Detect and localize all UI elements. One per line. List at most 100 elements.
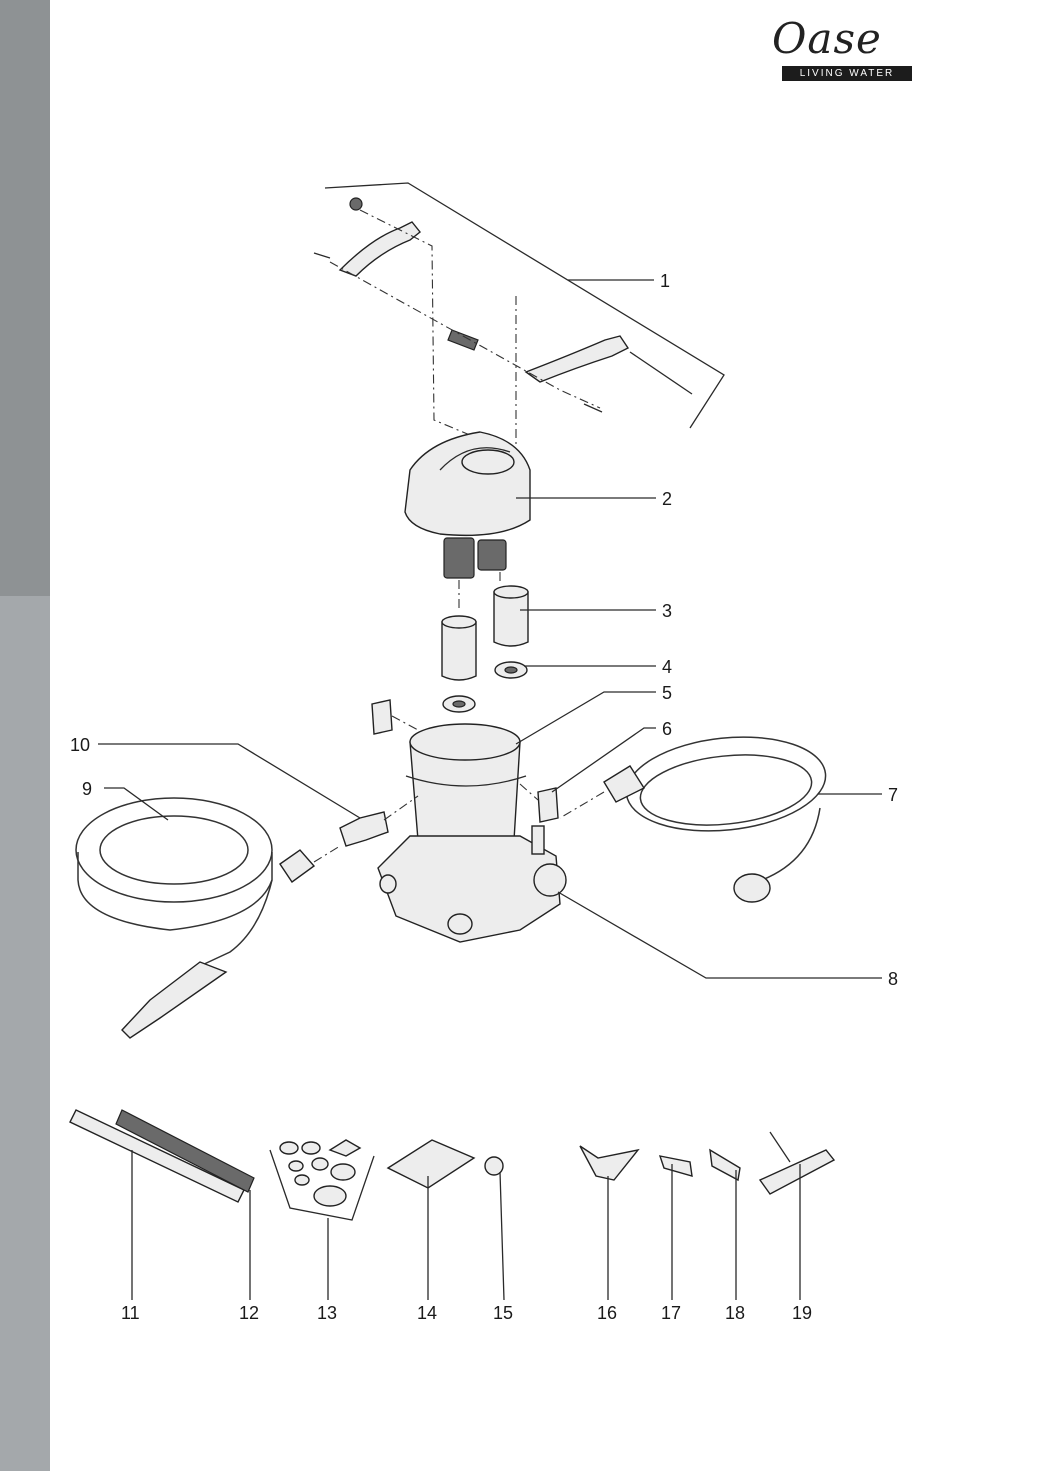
leader-10 (98, 743, 361, 819)
seal-set-bracket (269, 1149, 375, 1221)
hose-line (313, 845, 341, 863)
brand-name: Oase (772, 14, 882, 63)
base-spout (531, 825, 545, 855)
filter-sleeves (441, 572, 529, 681)
seal-piece-8 (313, 1185, 347, 1207)
outlet-hose-end (733, 873, 771, 903)
leader-bracket-1 (324, 182, 725, 429)
handle-right (524, 335, 630, 383)
callout-15: 15 (493, 1303, 513, 1323)
callout-10: 10 (70, 735, 90, 755)
side-band-top (0, 0, 50, 596)
floor-nozzle-19 (758, 1149, 836, 1195)
container-band (405, 775, 527, 787)
brush-nozzle-16 (579, 1145, 640, 1181)
handle-spring (447, 329, 479, 351)
callout-2: 2 (662, 489, 672, 509)
base-body (377, 835, 561, 943)
clip-line-left (391, 715, 419, 731)
hose-coupling (279, 849, 316, 883)
assembly-line-a (359, 209, 521, 457)
seal-piece-4 (288, 1160, 304, 1172)
handle-cap (349, 197, 363, 211)
filter-sleeve-right (493, 591, 529, 647)
cap-15 (484, 1156, 504, 1176)
seal-piece-3 (328, 1139, 362, 1157)
leader-6 (551, 727, 656, 793)
seal-piece-7 (294, 1174, 310, 1186)
lid-top-disc (461, 449, 515, 475)
leader-15 (499, 1171, 505, 1301)
base-outlet-knob (533, 863, 567, 897)
crevice-nozzle-18 (709, 1148, 741, 1182)
floor-nozzle-neck (769, 1131, 791, 1163)
clip-right (537, 787, 559, 823)
nozzle-17 (658, 1155, 693, 1177)
seal-left-hole (452, 700, 466, 708)
base-foot-left (379, 874, 397, 894)
adapter-line (383, 795, 419, 821)
callout-3: 3 (662, 601, 672, 621)
seal-piece-5 (311, 1157, 329, 1171)
lid-body (404, 431, 531, 537)
seal-piece-6 (330, 1163, 356, 1181)
outlet-hose (559, 736, 827, 903)
seal-rings (442, 661, 528, 713)
adapter-body (339, 811, 389, 847)
leader-5 (515, 691, 656, 745)
filter-sleeve-right-top (493, 585, 529, 599)
callout-labels: 1 2 3 4 5 6 7 8 9 10 11 12 13 14 15 16 1… (70, 271, 898, 1323)
callout-9: 9 (82, 779, 92, 799)
accessories-row (69, 1109, 836, 1221)
lid-handle-arc (439, 447, 511, 471)
extension-tube-12 (115, 1109, 255, 1193)
outlet-hose-line (559, 791, 605, 819)
callout-5: 5 (662, 683, 672, 703)
callout-6: 6 (662, 719, 672, 739)
callout-11: 11 (121, 1303, 140, 1323)
container-rim (409, 723, 521, 761)
clip-line-right (519, 783, 539, 801)
assembly-line-b (329, 261, 601, 409)
leader-9 (104, 787, 169, 821)
callout-14: 14 (417, 1303, 437, 1323)
filter-sleeve-left-top (441, 615, 477, 629)
handle-rod (629, 351, 693, 395)
brand-tagline: LIVING WATER (782, 66, 912, 81)
hose-tail (199, 879, 273, 967)
container (371, 699, 559, 851)
pump-base (377, 825, 567, 943)
brand-logo: Oase LIVING WATER (768, 14, 918, 86)
callout-4: 4 (662, 657, 672, 677)
leader-8 (557, 891, 882, 979)
callout-leaders (98, 279, 882, 1301)
callout-17: 17 (661, 1303, 681, 1323)
suction-nozzle (121, 961, 228, 1039)
hose-coil-2 (99, 815, 249, 885)
outlet-hose-coupling (603, 765, 646, 803)
callout-12: 12 (239, 1303, 259, 1323)
outlet-hose-coil-outer (625, 736, 827, 832)
seal-right-hole (504, 666, 518, 674)
callout-19: 19 (792, 1303, 812, 1323)
base-foot-front (447, 913, 473, 935)
filter-stub-right (477, 539, 507, 571)
hose-adapter (339, 795, 419, 847)
side-band (0, 0, 50, 1471)
seal-piece-1 (279, 1141, 299, 1155)
outlet-hose-coil-inner (639, 754, 813, 826)
callout-16: 16 (597, 1303, 617, 1323)
screw-left (313, 252, 331, 259)
callout-8: 8 (888, 969, 898, 989)
outlet-hose-tail (761, 807, 821, 881)
extension-tube-11 (69, 1109, 245, 1203)
callout-18: 18 (725, 1303, 745, 1323)
filter-stub-left (443, 537, 475, 579)
clip-left (371, 699, 393, 735)
hose-coil-1 (75, 797, 273, 903)
callout-7: 7 (888, 785, 898, 805)
screw-right (583, 403, 603, 413)
callout-13: 13 (317, 1303, 337, 1323)
filter-sleeve-left (441, 621, 477, 681)
seal-piece-2 (301, 1141, 321, 1155)
